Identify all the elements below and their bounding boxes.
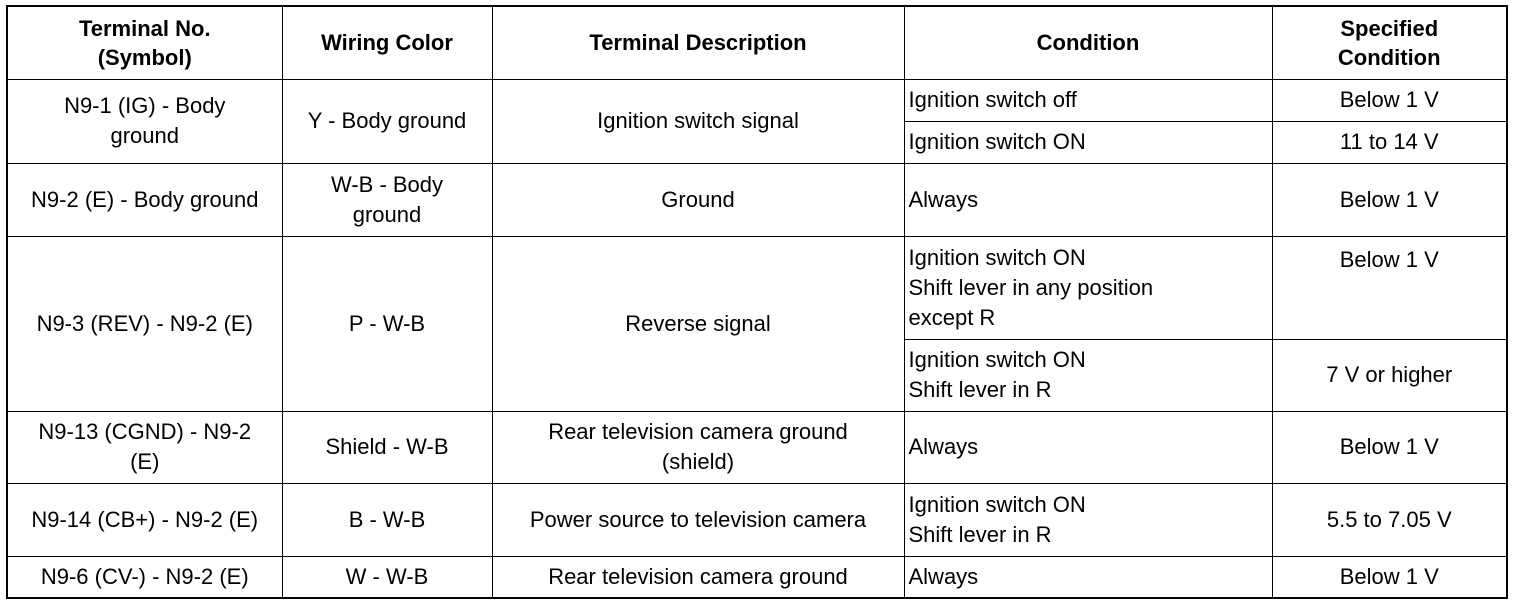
specified-cell: Below 1 V	[1271, 555, 1508, 599]
table-row: N9-13 (CGND) - N9-2 (E) Shield - W-B Rea…	[6, 410, 1508, 484]
table-row: Ignition switch ON Shift lever in R 7 V …	[7, 338, 1508, 412]
table-row: N9-14 (CB+) - N9-2 (E) B - W-B Power sou…	[6, 482, 1508, 557]
description-cell: Ignition switch signal	[491, 78, 905, 164]
condition-cell: Always	[903, 555, 1273, 599]
condition-cell: Ignition switch ON	[903, 120, 1273, 164]
header-description: Terminal Description	[491, 5, 905, 80]
terminal-cell: N9-13 (CGND) - N9-2 (E)	[6, 410, 283, 484]
terminal-cell: N9-1 (IG) - Body ground	[6, 78, 283, 164]
header-condition: Condition	[903, 5, 1273, 80]
terminal-cell: N9-3 (REV) - N9-2 (E)	[6, 235, 283, 412]
wiring-cell: Shield - W-B	[281, 410, 493, 484]
wiring-cell: B - W-B	[281, 482, 493, 557]
table-row: Ignition switch ON 11 to 14 V	[7, 120, 1508, 164]
header-terminal: Terminal No. (Symbol)	[6, 5, 283, 80]
table-row: N9-6 (CV-) - N9-2 (E) W - W-B Rear telev…	[6, 555, 1508, 599]
specified-cell: Below 1 V	[1271, 235, 1508, 340]
condition-cell: Ignition switch ON Shift lever in R	[903, 482, 1273, 557]
specified-cell: Below 1 V	[1271, 162, 1508, 237]
terminal-cell: N9-2 (E) - Body ground	[6, 162, 283, 237]
wiring-cell: P - W-B	[281, 235, 493, 412]
description-cell: Reverse signal	[491, 235, 905, 412]
description-cell: Ground	[491, 162, 905, 237]
specified-cell: Below 1 V	[1271, 410, 1508, 484]
description-cell: Rear television camera ground (shield)	[491, 410, 905, 484]
condition-cell: Always	[903, 410, 1273, 484]
header-wiring-color: Wiring Color	[281, 5, 493, 80]
wiring-cell: Y - Body ground	[281, 78, 493, 164]
header-row: Terminal No. (Symbol) Wiring Color Termi…	[6, 5, 1508, 80]
terminal-spec-table: Terminal No. (Symbol) Wiring Color Termi…	[6, 5, 1508, 599]
condition-cell: Always	[903, 162, 1273, 237]
description-cell: Power source to television camera	[491, 482, 905, 557]
condition-cell: Ignition switch ON Shift lever in any po…	[903, 235, 1273, 340]
terminal-cell: N9-6 (CV-) - N9-2 (E)	[6, 555, 283, 599]
table-row: N9-3 (REV) - N9-2 (E) P - W-B Reverse si…	[6, 235, 1508, 412]
specified-cell: 5.5 to 7.05 V	[1271, 482, 1508, 557]
wiring-cell: W-B - Body ground	[281, 162, 493, 237]
terminal-cell: N9-14 (CB+) - N9-2 (E)	[6, 482, 283, 557]
specified-cell: 7 V or higher	[1271, 338, 1508, 412]
table-row: N9-1 (IG) - Body ground Y - Body ground …	[6, 78, 1508, 164]
description-cell: Rear television camera ground	[491, 555, 905, 599]
wiring-cell: W - W-B	[281, 555, 493, 599]
specified-cell: 11 to 14 V	[1271, 120, 1508, 164]
header-specified: Specified Condition	[1271, 5, 1508, 80]
table-row: N9-2 (E) - Body ground W-B - Body ground…	[6, 162, 1508, 237]
condition-cell: Ignition switch off	[903, 78, 1273, 122]
condition-cell: Ignition switch ON Shift lever in R	[903, 338, 1273, 412]
specified-cell: Below 1 V	[1271, 78, 1508, 122]
